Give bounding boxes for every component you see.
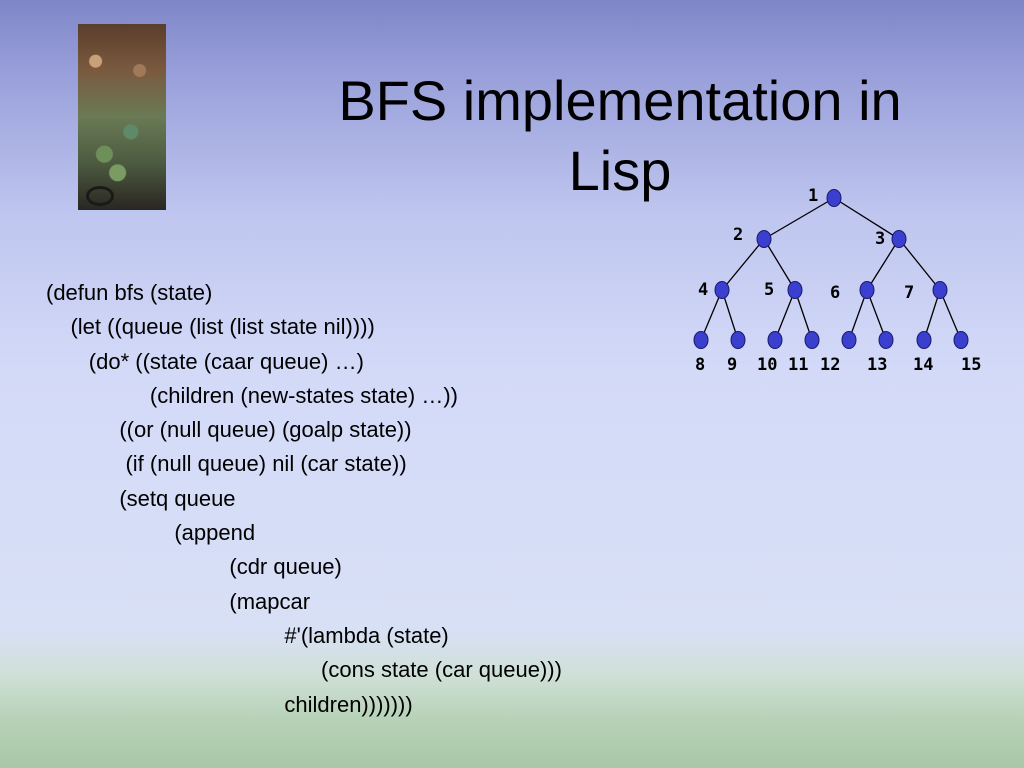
tree-node-label: 12 [820,355,840,375]
tree-node [953,331,969,349]
tree-edge [866,289,887,341]
tree-node-label: 9 [727,355,737,375]
tree-edges [700,197,962,341]
code-line: #'(lambda (state) [46,622,449,648]
tree-node-label: 14 [913,355,933,375]
lisp-code-block: (defun bfs (state) (let ((queue (list (l… [46,276,562,722]
tree-node-label: 3 [875,229,885,249]
tree-node [787,281,803,299]
binary-tree-diagram: 1 2 3 4 5 6 7 8 9 10 11 12 13 14 15 [693,186,981,375]
code-line: (if (null queue) nil (car state)) [46,451,407,477]
code-line: (cdr queue) [46,554,342,580]
tree-edge [763,197,835,240]
tree-node-label: 6 [830,283,840,303]
tree-node [841,331,857,349]
tree-node [932,281,948,299]
code-line: (mapcar [46,588,311,614]
code-line: (setq queue [46,485,236,511]
tree-node [891,230,907,248]
code-line: (let ((queue (list (list state nil)))) [46,314,375,340]
tree-node [916,331,932,349]
code-line: children))))))) [46,691,413,717]
tree-node [859,281,875,299]
tree-edge [763,238,796,291]
tree-labels: 1 2 3 4 5 6 7 8 9 10 11 12 13 14 15 [695,186,981,375]
code-line: (cons state (car queue))) [46,657,562,683]
code-line: (children (new-states state) …)) [46,382,458,408]
tree-node-label: 13 [867,355,887,375]
tree-node [730,331,746,349]
title-line-1: BFS implementation in [338,69,902,132]
tree-node [826,189,842,207]
tree-node [804,331,820,349]
code-line: (do* ((state (caar queue) …) [46,348,364,374]
tree-edge [774,289,796,341]
tree-node-label: 2 [733,225,743,245]
tree-node-label: 10 [757,355,777,375]
tree-nodes [693,189,969,349]
tree-node [756,230,772,248]
tree-node [693,331,709,349]
tree-node [767,331,783,349]
tree-edge [866,238,900,291]
tree-node-label: 4 [698,280,708,300]
tree-node [878,331,894,349]
tree-node-label: 5 [764,280,774,300]
code-line: ((or (null queue) (goalp state)) [46,417,412,443]
tree-node-label: 7 [904,283,914,303]
tree-node-label: 8 [695,355,705,375]
code-line: (append [46,520,256,546]
slide-title: BFS implementation in Lisp [290,66,950,206]
tree-node-label: 15 [961,355,981,375]
tree-node-label: 11 [788,355,808,375]
tree-edge [848,289,868,341]
tree-edge [898,238,941,291]
robot-photo [78,24,166,210]
tree-node-label: 1 [808,186,818,206]
title-line-2: Lisp [568,139,672,202]
tree-edge [833,197,900,240]
tree-edge [721,238,765,291]
tree-edge [939,289,962,341]
tree-node [714,281,730,299]
tree-edge [700,289,723,341]
code-line: (defun bfs (state) [46,280,213,305]
